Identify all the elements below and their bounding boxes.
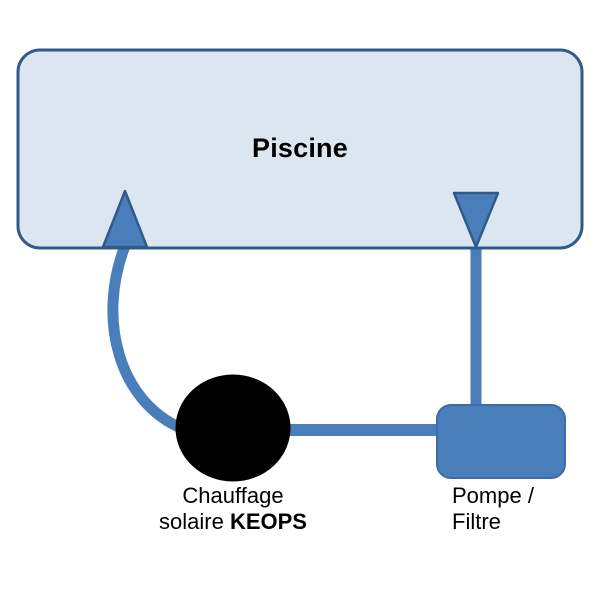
inlet-jet-triangle-icon[interactable] bbox=[101, 189, 149, 249]
pump-label-line1: Pompe / bbox=[452, 483, 534, 508]
pool-body[interactable] bbox=[16, 48, 584, 250]
pipe-heater-to-pool bbox=[107, 240, 189, 435]
skimmer-outlet-triangle-icon[interactable] bbox=[452, 191, 500, 249]
pump-label-line2: Filtre bbox=[452, 508, 501, 534]
heater-brand-name: KEOPS bbox=[229, 508, 307, 534]
solar-heater-unit[interactable] bbox=[175, 374, 291, 482]
heater-label-line2-prefix: solaire bbox=[159, 508, 230, 534]
pump-filter-unit[interactable] bbox=[436, 404, 566, 479]
pool-label: Piscine bbox=[252, 133, 348, 163]
pump-filter-label: Pompe /Filtre bbox=[452, 483, 600, 535]
heater-label-line1: Chauffage bbox=[182, 483, 284, 508]
